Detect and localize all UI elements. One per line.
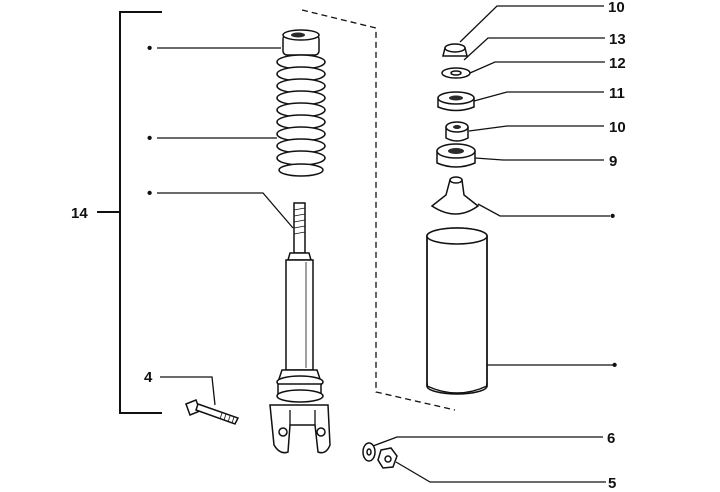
marker-dot: • (147, 40, 152, 57)
marker-dot: • (612, 357, 617, 374)
callout-13: 13 (609, 31, 626, 48)
callout-4: 4 (144, 369, 153, 386)
callout-5: 5 (608, 475, 616, 492)
callout-10: 10 (609, 119, 626, 136)
nut-part-5 (377, 447, 398, 469)
washer-part-6 (362, 442, 376, 462)
marker-dot: • (147, 185, 152, 202)
bolt-part-4 (185, 399, 240, 425)
leader-lines (157, 5, 614, 483)
marker-dot: • (610, 208, 615, 225)
callout-12: 12 (609, 55, 626, 72)
part-12-washer (441, 67, 471, 79)
callout-6: 6 (607, 430, 615, 447)
part-11-bushing (437, 91, 475, 112)
callout-10-top: 10 (608, 0, 625, 16)
upper-mount-cone (430, 176, 480, 215)
marker-dot: • (147, 130, 152, 147)
marker-dots: • • • • • (147, 40, 617, 374)
part-9-bushing (436, 143, 476, 168)
dust-cover-tube (426, 227, 488, 395)
shock-absorber-body (269, 202, 331, 454)
assembly-bracket (97, 11, 162, 414)
part-10-bushing (445, 121, 469, 142)
coil-spring (276, 29, 326, 177)
callout-labels: 10 13 12 11 10 9 14 4 6 5 (71, 0, 626, 492)
callout-9: 9 (609, 153, 617, 170)
callout-14: 14 (71, 205, 88, 222)
part-13-cap (442, 43, 468, 57)
alignment-dashed-line (301, 9, 456, 411)
callout-11: 11 (609, 85, 625, 102)
